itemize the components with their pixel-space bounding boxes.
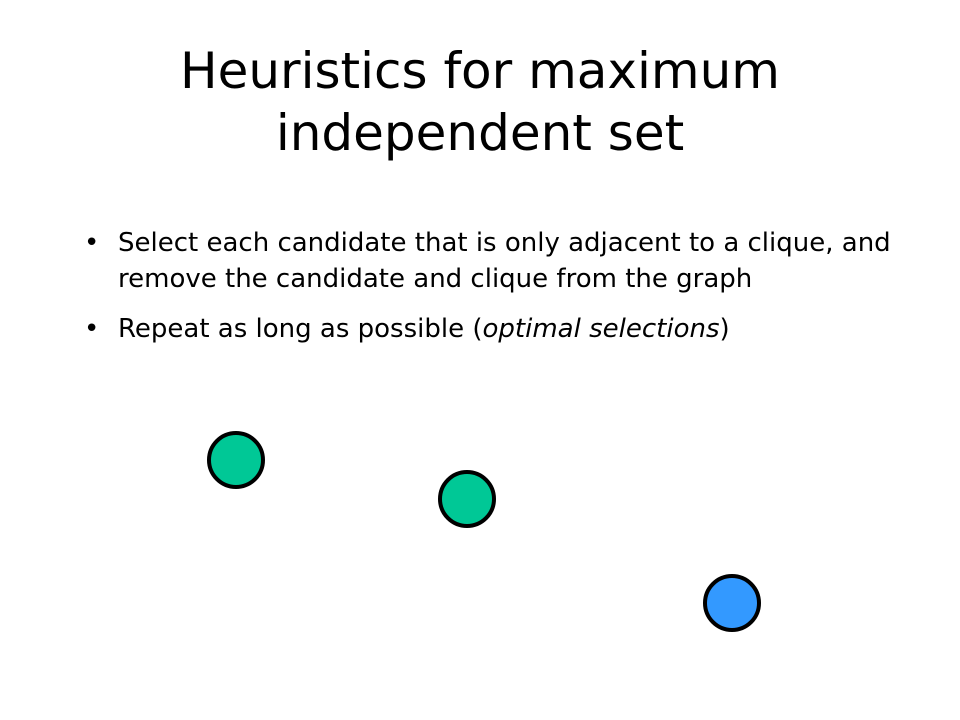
bullet-item-select: • Select each candidate that is only adj… — [84, 225, 914, 297]
graph-node-1 — [207, 431, 265, 489]
bullet-marker: • — [84, 314, 100, 344]
bullet-list: • Select each candidate that is only adj… — [84, 225, 914, 361]
slide-title-line-2: independent set — [275, 104, 685, 162]
graph-node-2 — [438, 470, 496, 528]
slide-title-line-1: Heuristics for maximum — [179, 42, 781, 100]
bullet-item-repeat: • Repeat as long as possible (optimal se… — [84, 311, 914, 347]
bullet-text-repeat-after: ) — [719, 314, 730, 344]
graph-node-3 — [703, 574, 761, 632]
slide-title: Heuristics for maximum independent set — [0, 40, 960, 164]
bullet-text-select: Select each candidate that is only adjac… — [118, 228, 891, 294]
bullet-text-repeat-before: Repeat as long as possible ( — [118, 314, 483, 344]
bullet-text-repeat-italic: optimal selections — [482, 314, 720, 344]
bullet-marker: • — [84, 228, 100, 258]
